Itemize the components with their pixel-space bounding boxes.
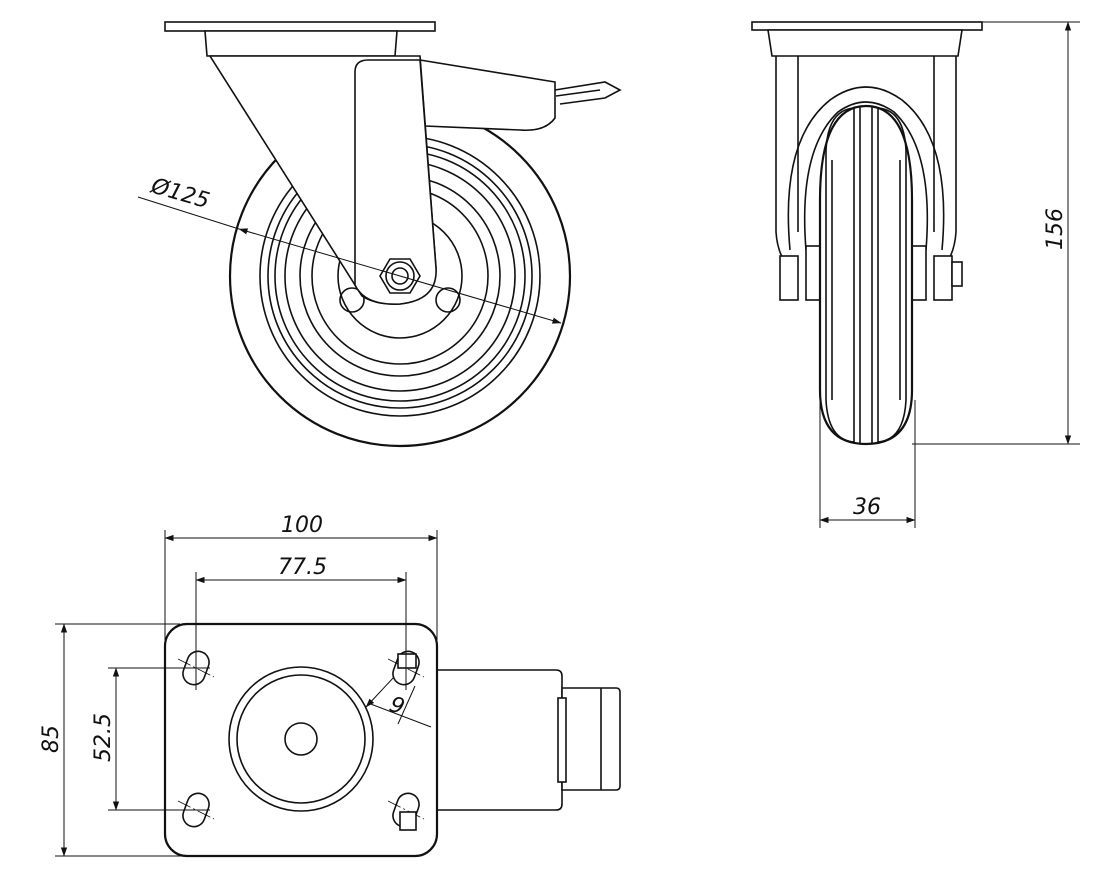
- height-dimension: 156: [912, 21, 1080, 445]
- wheel-width-label: 36: [853, 495, 881, 520]
- top-plate: [164, 21, 436, 57]
- hole-spacing-width-dimension: 52.5: [91, 667, 210, 811]
- plate-length-dimension: 100: [164, 513, 438, 640]
- plate-width-label: 85: [39, 725, 64, 753]
- wheel-width-dimension: 36: [819, 400, 916, 528]
- brake-lever: [419, 59, 622, 132]
- height-label: 156: [1043, 208, 1068, 250]
- mounting-plate: [163, 622, 439, 858]
- plate-length-label: 100: [281, 513, 323, 538]
- front-wheel: [818, 104, 914, 446]
- mounting-slots: [177, 650, 425, 831]
- side-view: Ø125: [137, 21, 622, 448]
- hole-spacing-length-dimension: 77.5: [195, 555, 407, 690]
- center-boss: [228, 666, 374, 812]
- slot-width-label: 9: [386, 692, 408, 720]
- top-view: 100 77.5 85 52.5 9: [39, 513, 621, 858]
- front-top-plate: [751, 21, 983, 31]
- brake-housing: [436, 669, 621, 811]
- slot-width-dimension: 9: [365, 676, 432, 728]
- diameter-label: Ø125: [147, 173, 212, 214]
- front-view: 156 36: [751, 21, 1080, 528]
- hole-spacing-length-label: 77.5: [278, 555, 327, 580]
- plate-width-dimension: 85: [39, 623, 190, 857]
- hole-spacing-width-label: 52.5: [91, 713, 116, 762]
